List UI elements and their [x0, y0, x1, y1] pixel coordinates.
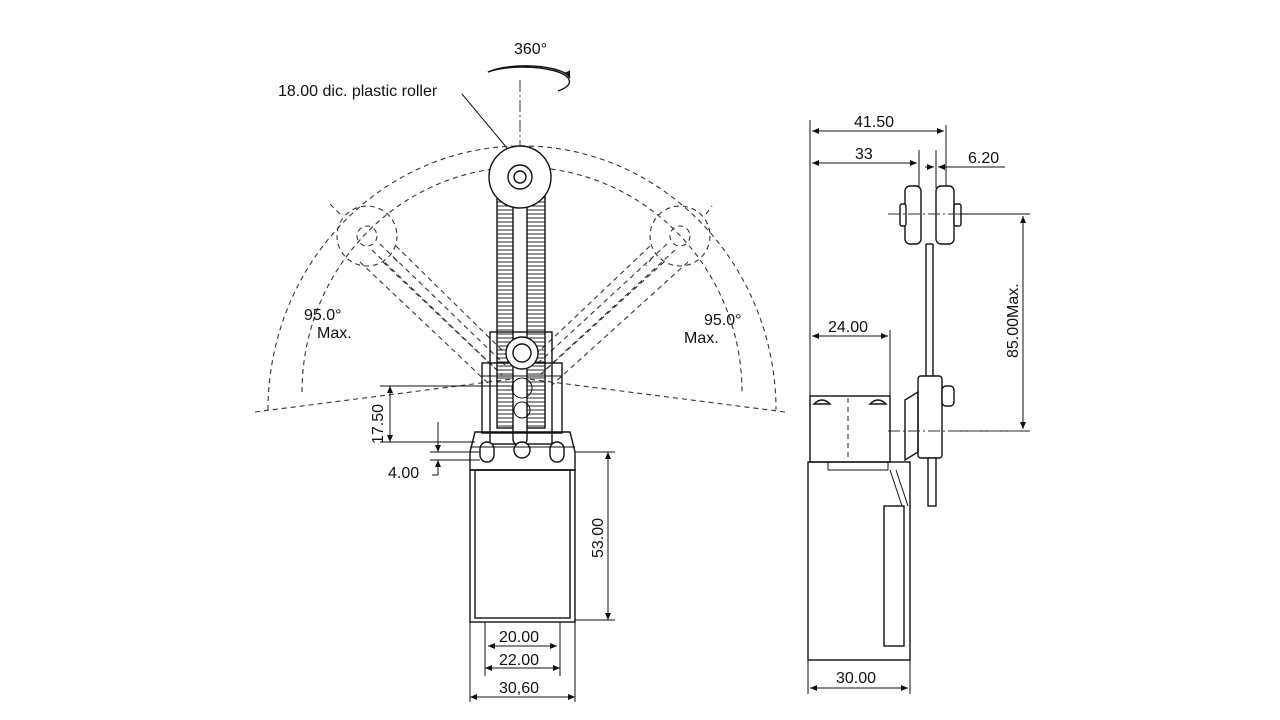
svg-text:85.00Max.: 85.00Max.	[1005, 283, 1022, 358]
side-view: 41.50 33 6.20	[807, 114, 1030, 694]
left-angle-note: Max.	[317, 325, 352, 342]
left-angle-label: 95.0°	[304, 307, 342, 324]
roller-leader-line	[461, 93, 508, 149]
side-head	[809, 395, 891, 471]
side-body	[807, 461, 911, 661]
svg-text:24.00: 24.00	[828, 319, 868, 336]
dim-6-20: 6.20	[925, 150, 1005, 188]
side-lever-rod	[925, 243, 934, 378]
dim-24-00: 24.00	[812, 319, 891, 396]
dim-85-00: 85.00Max.	[960, 213, 1030, 432]
dim-widths: 20.00 22.00 30,60	[469, 622, 576, 702]
left-swung-lever	[329, 203, 513, 386]
dim-4-00: 4.00	[388, 422, 480, 482]
head-housing	[481, 331, 563, 459]
svg-text:53.00: 53.00	[590, 518, 607, 558]
dim-17-50: 17.50	[370, 385, 510, 444]
dim-53-00: 53.00	[575, 451, 615, 621]
svg-text:41.50: 41.50	[854, 114, 894, 131]
svg-text:22.00: 22.00	[499, 652, 539, 669]
switch-body	[469, 469, 576, 623]
svg-text:33: 33	[855, 146, 873, 163]
svg-text:4.00: 4.00	[388, 465, 419, 482]
right-angle-label: 95.0°	[704, 312, 742, 329]
side-clamp-hub	[888, 375, 1030, 507]
dim-33: 33	[812, 146, 920, 188]
right-swung-lever	[529, 205, 713, 386]
dim-41-50: 41.50	[812, 114, 947, 188]
lever-arm	[496, 187, 546, 447]
rotation-symbol: 360°	[487, 41, 571, 92]
front-view: 360° 18.00 dic. plastic roller	[254, 41, 786, 702]
right-angle-note: Max.	[684, 330, 719, 347]
svg-text:30.00: 30.00	[836, 670, 876, 687]
svg-text:30,60: 30,60	[499, 680, 539, 697]
roller-label: 18.00 dic. plastic roller	[278, 83, 438, 100]
svg-text:20.00: 20.00	[499, 629, 539, 646]
side-rollers	[888, 185, 1030, 245]
svg-text:17.50: 17.50	[370, 404, 387, 444]
svg-text:6.20: 6.20	[968, 150, 999, 167]
dim-30-00: 30.00	[807, 660, 911, 694]
top-roller	[488, 145, 552, 209]
rotation-label: 360°	[514, 41, 547, 58]
